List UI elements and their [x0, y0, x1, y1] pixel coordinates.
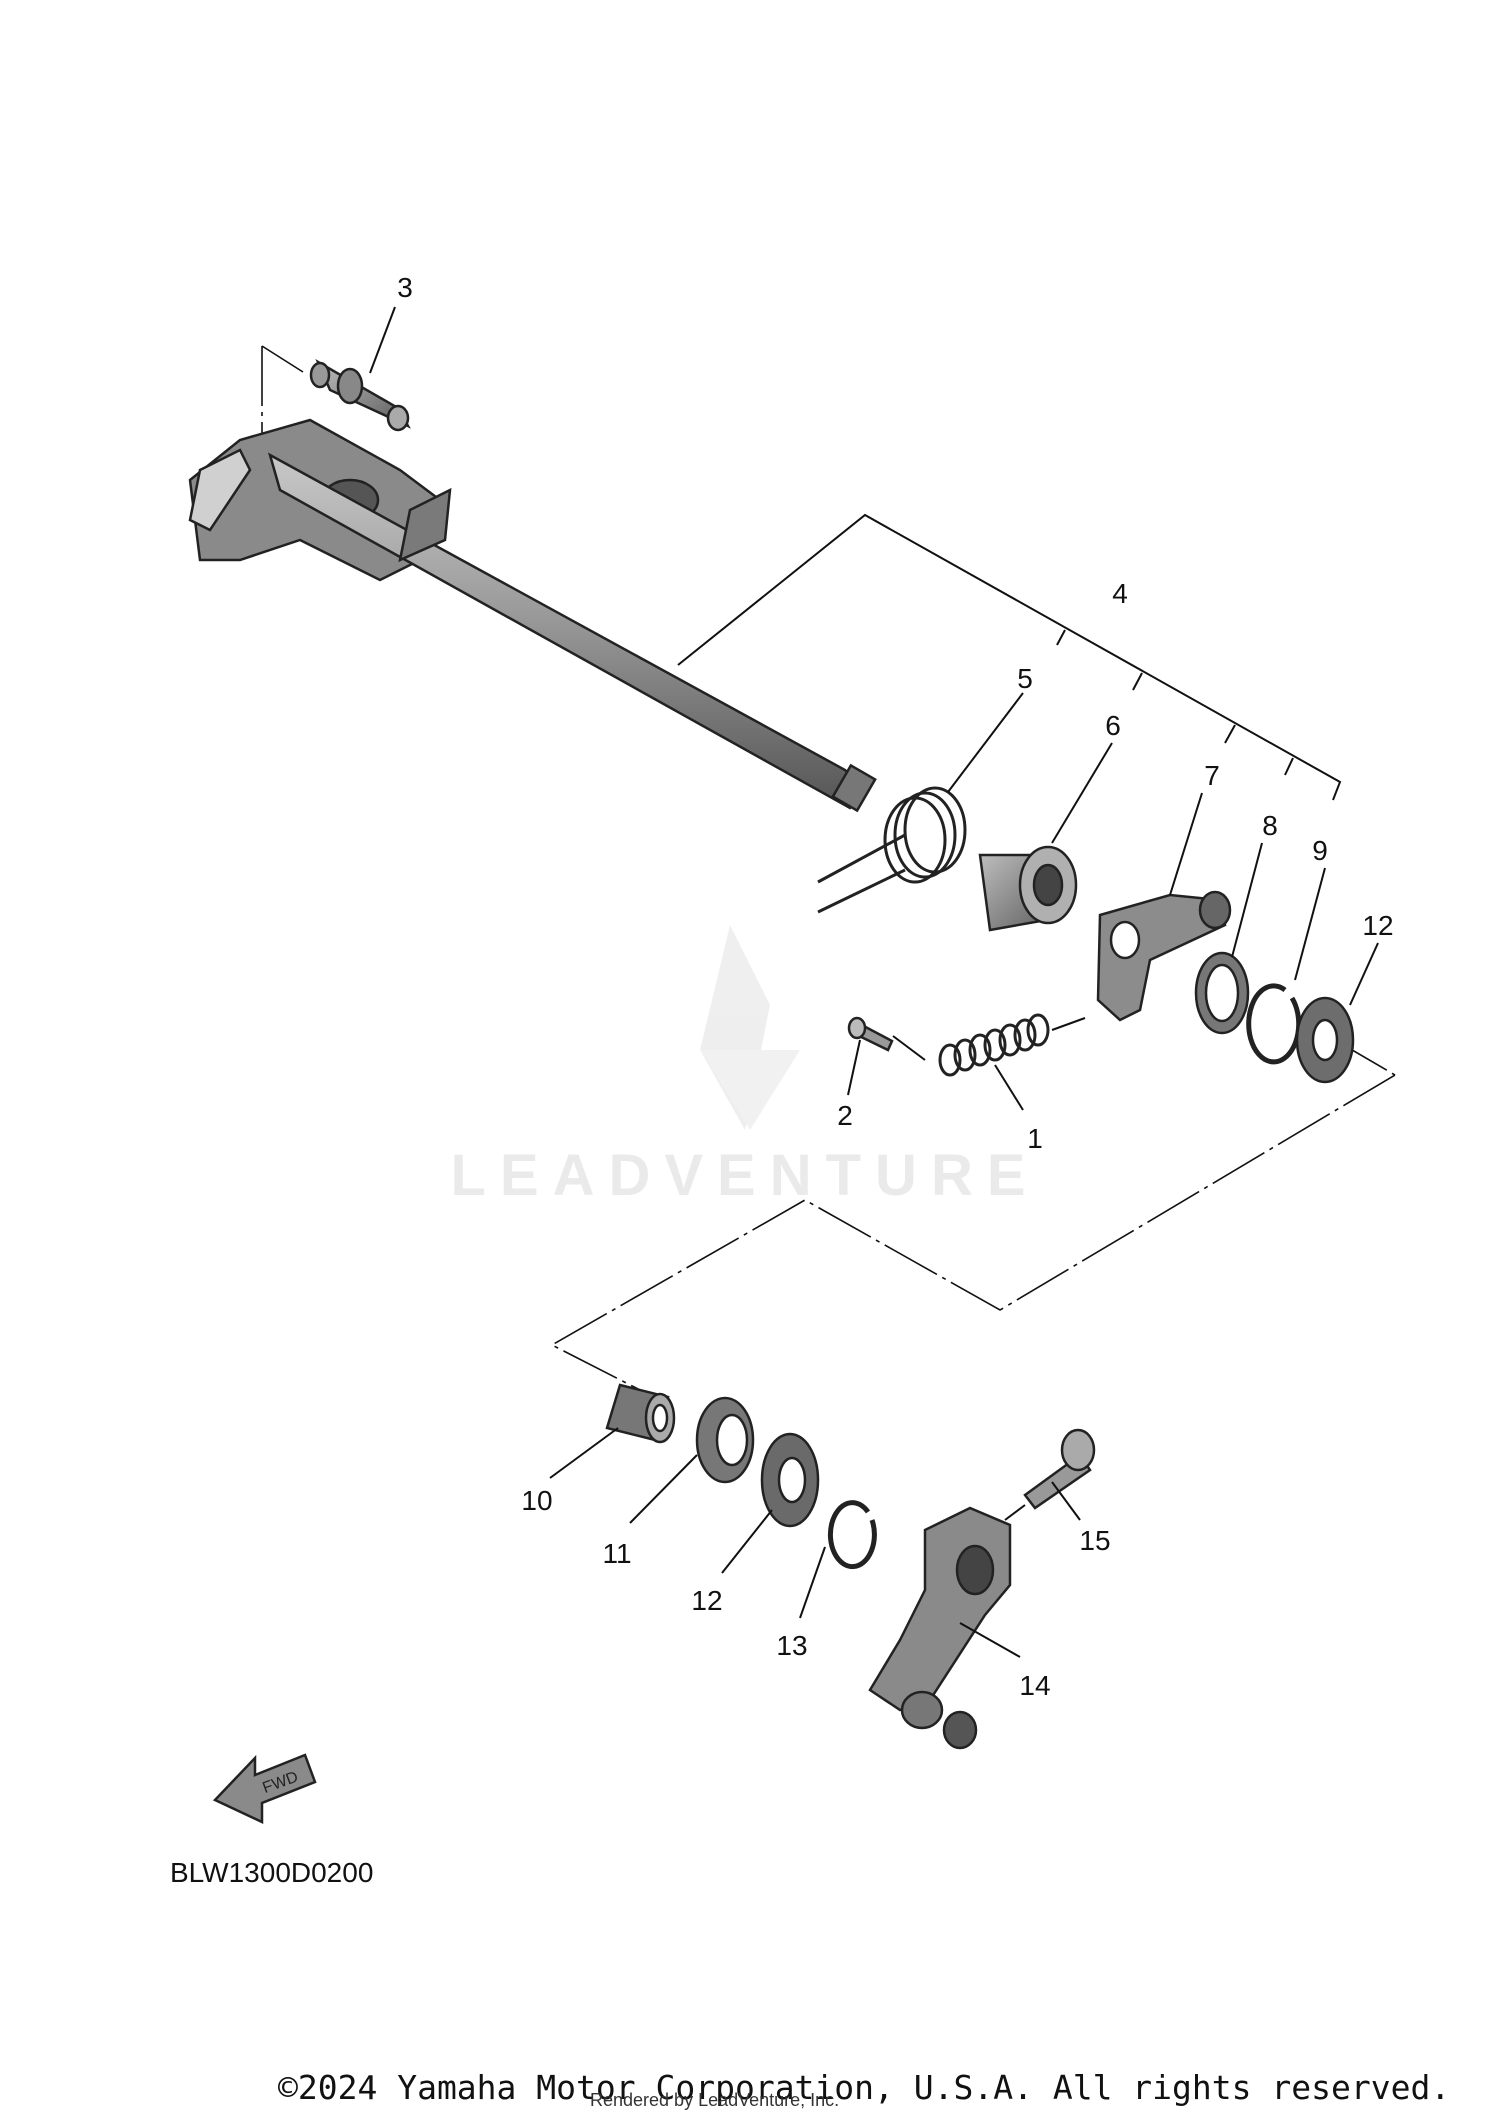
- callout-12-upper: 12: [1362, 910, 1393, 941]
- copyright-notice: ©2024 Yamaha Motor Corporation, U.S.A. A…: [278, 2068, 1451, 2107]
- part-14-shift-arm: [868, 1506, 1012, 1750]
- callout-14: 14: [1019, 1670, 1050, 1701]
- part-9-circlip: [1246, 983, 1302, 1065]
- leader-lines: [369, 306, 1379, 1658]
- part-5-spring: [817, 786, 967, 914]
- callout-8: 8: [1262, 810, 1278, 841]
- callout-6: 6: [1105, 710, 1121, 741]
- part-12-washer-upper: [1295, 996, 1355, 1084]
- part-3-pin: [309, 359, 411, 432]
- forward-arrow-icon: FWD: [212, 1753, 317, 1824]
- callout-3: 3: [397, 272, 413, 303]
- callout-11: 11: [602, 1538, 631, 1569]
- callout-15: 15: [1079, 1525, 1110, 1556]
- drawing-code: BLW1300D0200: [170, 1857, 373, 1888]
- part-2-bolt: [847, 1016, 894, 1052]
- part-shift-shaft: [188, 418, 877, 813]
- part-15-bolt: [1023, 1428, 1096, 1510]
- group-4-bracket: [677, 513, 1342, 801]
- callout-7: 7: [1204, 760, 1220, 791]
- watermark-logo: LEADVENTURE: [450, 925, 1039, 1208]
- part-12-washer-lower: [760, 1432, 820, 1528]
- part-1-spring: [938, 1013, 1050, 1077]
- callout-labels: 3 4 5 6 7 8 9 12 2 1 10 11 12 13 14 15: [397, 272, 1393, 1701]
- callout-5: 5: [1017, 663, 1033, 694]
- callout-12-lower: 12: [691, 1585, 722, 1616]
- callout-9: 9: [1312, 835, 1328, 866]
- callout-13: 13: [776, 1630, 807, 1661]
- callout-10: 10: [521, 1485, 552, 1516]
- part-8-washer: [1194, 951, 1250, 1035]
- callout-4: 4: [1112, 578, 1128, 609]
- callout-1: 1: [1027, 1123, 1043, 1154]
- part-6-collar: [978, 845, 1078, 932]
- callout-2: 2: [837, 1100, 853, 1131]
- part-10-bearing: [605, 1383, 676, 1444]
- part-7-stopper-lever: [1096, 890, 1232, 1022]
- rendered-by-notice: Rendered by LeadVenture, Inc.: [590, 2090, 840, 2110]
- part-11-oil-seal: [695, 1396, 755, 1484]
- part-13-circlip: [827, 1500, 877, 1570]
- watermark-text: LEADVENTURE: [450, 1143, 1039, 1208]
